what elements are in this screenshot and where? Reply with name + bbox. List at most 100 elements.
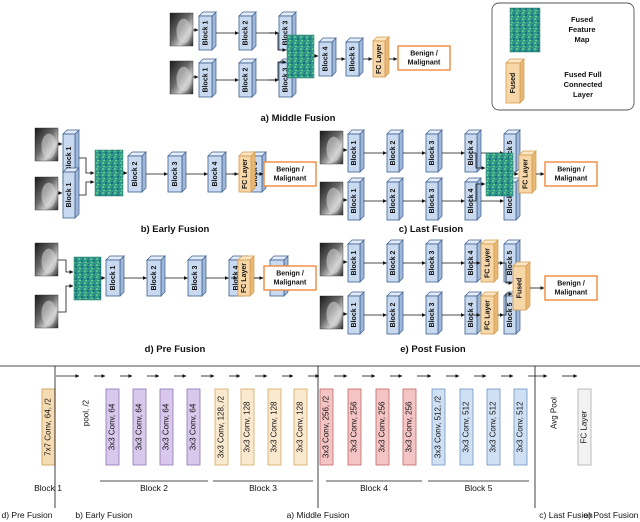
middle-fc-layer-side: [384, 36, 390, 78]
arch-group-label-1: Block 1: [34, 483, 62, 493]
arch-layer-6: [186, 388, 201, 466]
arch-layer-8-label: 3x3 Conv, 128: [243, 401, 252, 453]
arch-layer-19-label: Avg Pool: [550, 397, 559, 429]
arch-layer-14-label: 3x3 Conv, 256: [405, 401, 414, 453]
pre-merge-bottom: [58, 284, 74, 313]
middle-bottom-block-1: [198, 62, 213, 98]
middle-block-5: [345, 41, 360, 77]
post-bottom-block-1: [347, 295, 361, 335]
last-bottom-block-2-side: [398, 177, 404, 221]
early-block-1-bottom: [62, 171, 76, 219]
last-top-block-3-label: Block 3: [429, 140, 436, 165]
early-merge-bottom: [79, 180, 95, 196]
middle-bottom-block-3-label: Block 3: [282, 67, 289, 92]
middle-block-4: [318, 41, 333, 77]
last-bottom-block-1-label: Block 1: [351, 188, 358, 213]
arch-layer-17-label: 3x3 Conv, 512: [489, 401, 498, 453]
arch-group-label-2: Block 2: [140, 483, 168, 493]
caption-last-fusion: c) Last Fusion: [399, 224, 464, 235]
last-top-block-1-label: Block 1: [351, 140, 358, 165]
post-fc-layer-bottom-side: [493, 291, 499, 335]
middle-top-block-1: [198, 15, 213, 51]
arch-layer-14: [402, 388, 417, 466]
caption-early-fusion: b) Early Fusion: [141, 224, 210, 235]
last-bottom-block-5-label: Block 5: [507, 188, 514, 213]
last-top-block-3: [425, 133, 439, 173]
middle-top-block-1-label: Block 1: [202, 20, 209, 45]
post-bottom-block-4-side: [476, 291, 482, 335]
last-bottom-block-3-label: Block 3: [429, 188, 436, 213]
middle-block-4-side: [331, 37, 337, 77]
middle-bottom-block-2-label: Block 2: [242, 67, 249, 92]
post-top-block-1: [347, 243, 361, 283]
early-fc-layer-label: FC Layer: [242, 159, 249, 189]
arch-layer-5-label: 3x3 Conv, 64: [162, 403, 171, 450]
post-bottom-block-3: [425, 295, 439, 335]
pre-fc-layer-side: [249, 255, 255, 297]
post-fc-layer-top-side: [493, 239, 499, 283]
arch-fusion-point-3: a) Middle Fusion: [287, 510, 350, 520]
pre-block-1-label: Block 1: [110, 265, 117, 290]
last-top-block-3-side: [437, 129, 443, 173]
caption-middle-fusion: a) Middle Fusion: [261, 113, 336, 124]
arch-layer-3: [105, 388, 120, 466]
arch-layer-10: [293, 388, 308, 466]
legend-fc-swatch-side: [519, 58, 525, 104]
arch-layer-7: [214, 388, 229, 466]
post-bottom-block-1-label: Block 1: [351, 302, 358, 327]
post-bottom-block-3-side: [437, 291, 443, 335]
arch-layer-9: [267, 388, 282, 466]
last-top-block-2-side: [398, 129, 404, 173]
pre-block-2-label: Block 2: [151, 265, 158, 290]
middle-top-block-3-label: Block 3: [282, 20, 289, 45]
early-fused-feature-map: [94, 149, 124, 197]
last-top-block-1: [347, 133, 361, 173]
middle-block-5-side: [358, 37, 364, 77]
post-output-box: [544, 275, 598, 301]
pre-block-1: [105, 259, 121, 297]
post-top-block-4-side: [476, 239, 482, 283]
arch-layer-5: [159, 388, 174, 466]
middle-top-block-2-label: Block 2: [242, 20, 249, 45]
post-bottom-block-2: [386, 295, 400, 335]
last-input-image-bottom-tissue: [326, 187, 342, 213]
middle-block-5-label: Block 5: [349, 46, 356, 71]
arch-layer-20-label: FC Layer: [580, 410, 589, 443]
middle-bottom-block-1-side: [211, 58, 217, 98]
arch-layer-16: [459, 388, 474, 466]
post-fused-layer-side: [525, 261, 531, 311]
middle-bottom-block-2-side: [251, 58, 257, 98]
post-top-block-2-side: [398, 239, 404, 283]
pre-input-image-top-tissue: [41, 248, 57, 274]
middle-bottom-block-2: [238, 62, 253, 98]
middle-block-4-label: Block 4: [322, 46, 329, 71]
last-fc-layer-side: [531, 150, 537, 194]
arch-layer-2-label: pool, /2: [82, 399, 91, 426]
arch-layer-18: [513, 388, 528, 466]
legend-feature-map-swatch: [509, 7, 541, 53]
early-block-3-label: Block 4: [212, 161, 219, 186]
legend-fc-swatch-label: Fused: [510, 73, 517, 94]
middle-merge-bottom: [269, 60, 287, 81]
middle-fc-layer: [372, 40, 386, 78]
post-bottom-block-3-label: Block 3: [429, 302, 436, 327]
last-top-block-1-side: [359, 129, 365, 173]
last-bottom-block-3: [425, 181, 439, 221]
early-fc-layer: [238, 155, 252, 193]
middle-input-image-top-tissue: [176, 18, 192, 44]
early-block-1-side: [141, 151, 147, 193]
arch-group-label-3: Block 3: [249, 483, 277, 493]
arch-layer-6-label: 3x3 Conv, 64: [189, 403, 198, 450]
arch-layer-13-label: 3x3 Conv, 256: [378, 401, 387, 453]
post-output-box-label: Benign /Malignant: [555, 280, 588, 296]
pre-merge-top: [58, 259, 74, 274]
pre-block-2-side: [160, 255, 166, 297]
early-block-3-side: [221, 151, 227, 193]
last-bottom-block-3-side: [437, 177, 443, 221]
arch-layer-20: [577, 388, 592, 466]
post-fc-layer-top-label: FC Layer: [484, 248, 491, 278]
last-bottom-block-2-label: Block 2: [390, 188, 397, 213]
